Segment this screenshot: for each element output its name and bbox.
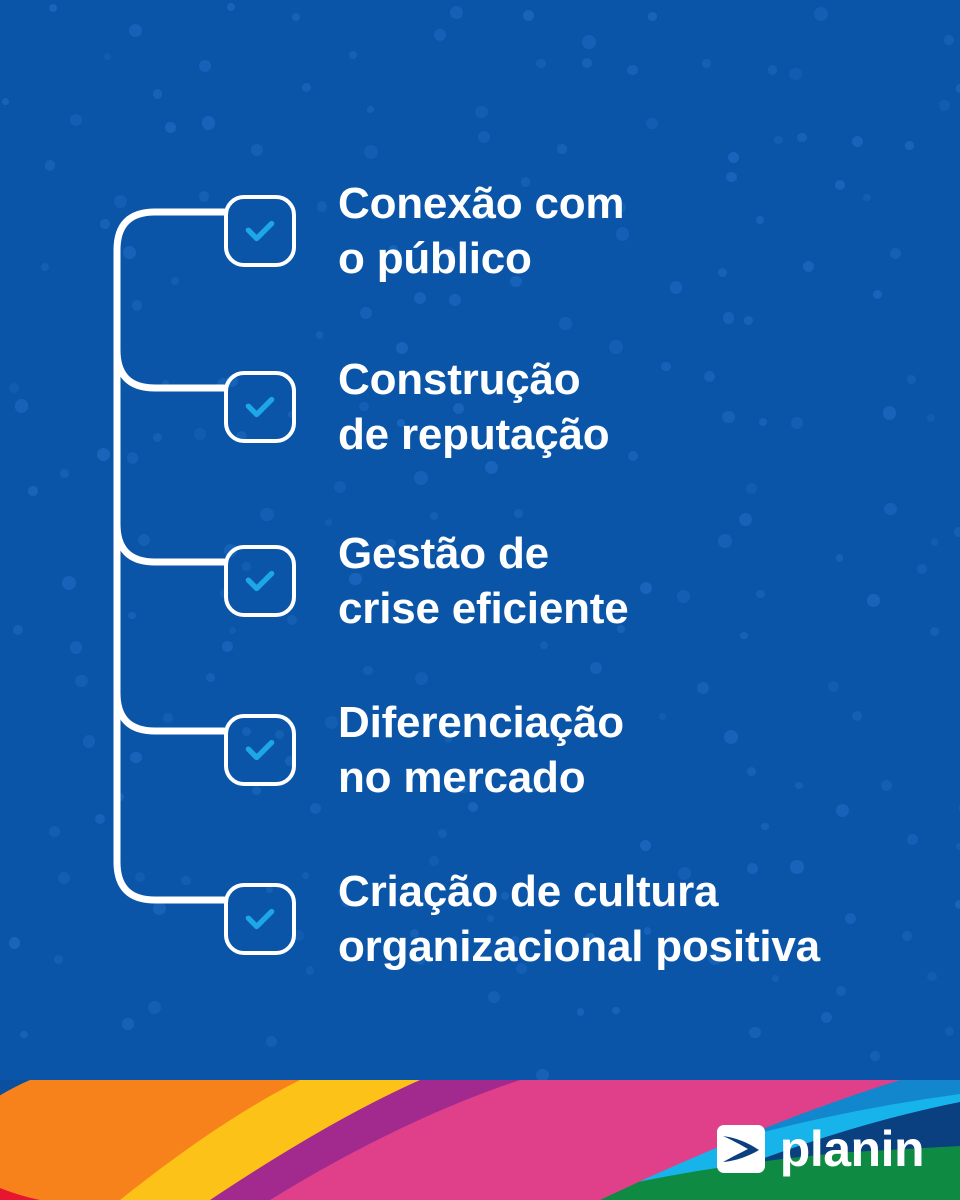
brand-logo: planin: [716, 1121, 925, 1177]
check-icon: [245, 909, 275, 930]
checkbox-criacao-de-cultura-organizacional-positiva[interactable]: [224, 883, 296, 956]
orange-ribbon: [0, 1080, 300, 1200]
checklist-item-criacao-de-cultura-organizacional-positiva[interactable]: Criação de cultura organizacional positi…: [224, 864, 820, 975]
checklist-item-conexao-com-o-publico[interactable]: Conexão com o público: [224, 176, 625, 287]
planin-logo-mark-icon: [716, 1125, 765, 1173]
checklist-item-label: Construção de reputação: [338, 355, 610, 460]
checklist-item-label: Diferenciação no mercado: [338, 698, 624, 803]
footer-ribbon-band: [0, 1080, 960, 1200]
checklist-item-construcao-de-reputacao[interactable]: Construção de reputação: [224, 352, 610, 463]
checklist-item-gestao-de-crise-eficiente[interactable]: Gestão de crise eficiente: [224, 526, 629, 637]
green-ribbon: [560, 1146, 960, 1200]
check-icon: [245, 571, 275, 592]
check-icon: [245, 221, 275, 242]
checkbox-gestao-de-crise-eficiente[interactable]: [224, 545, 296, 618]
checkbox-construcao-de-reputacao[interactable]: [224, 371, 296, 444]
checklist-item-label: Conexão com o público: [338, 179, 625, 284]
checkbox-diferenciacao-no-mercado[interactable]: [224, 714, 296, 787]
check-icon: [245, 740, 275, 761]
brand-name: planin: [779, 1121, 925, 1177]
red-ribbon-tip: [0, 1188, 40, 1200]
checkbox-conexao-com-o-publico[interactable]: [224, 195, 296, 268]
checklist-item-label: Gestão de crise eficiente: [338, 529, 629, 634]
checklist-item-label: Criação de cultura organizacional positi…: [338, 867, 820, 972]
checklist-item-diferenciacao-no-mercado[interactable]: Diferenciação no mercado: [224, 695, 624, 806]
pink-ribbon: [150, 1080, 900, 1200]
check-icon: [245, 397, 275, 418]
